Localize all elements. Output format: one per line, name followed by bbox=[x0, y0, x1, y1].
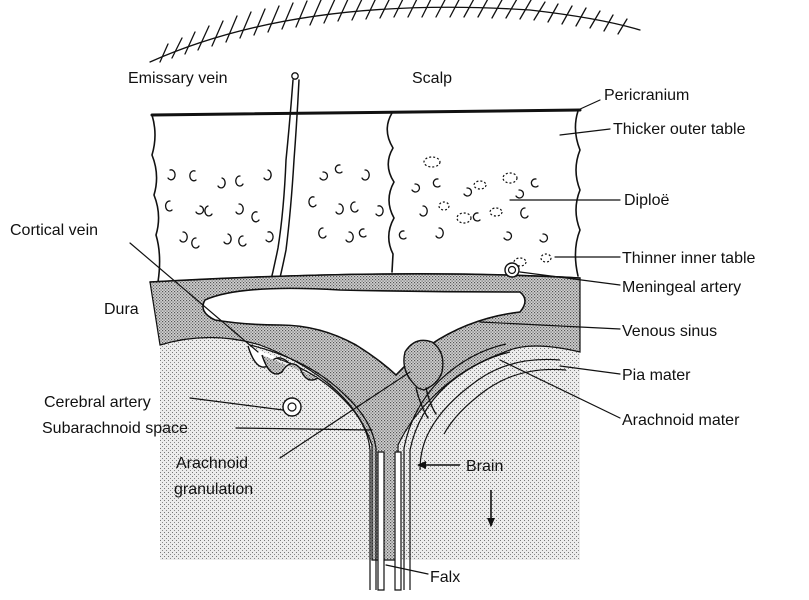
falx bbox=[378, 452, 384, 590]
label-pia-mater: Pia mater bbox=[622, 367, 691, 384]
falx-right bbox=[395, 452, 401, 590]
label-cortical-vein: Cortical vein bbox=[10, 222, 98, 239]
label-inner-table: Thinner inner table bbox=[622, 250, 756, 267]
label-subarachnoid-space: Subarachnoid space bbox=[42, 420, 188, 437]
label-dura: Dura bbox=[104, 301, 139, 318]
label-emissary-vein: Emissary vein bbox=[128, 70, 228, 87]
label-scalp: Scalp bbox=[412, 70, 452, 87]
meningeal-artery bbox=[505, 263, 519, 277]
cerebral-artery bbox=[283, 398, 301, 416]
leader-falx bbox=[386, 565, 428, 574]
scalp-hatching bbox=[150, 0, 640, 62]
leader-pericranium bbox=[578, 100, 600, 110]
label-falx: Falx bbox=[430, 569, 460, 586]
label-cerebral-artery: Cerebral artery bbox=[44, 394, 151, 411]
label-arachnoid-granulation-line1: Arachnoid bbox=[176, 455, 248, 472]
label-outer-table: Thicker outer table bbox=[613, 121, 746, 138]
label-arachnoid-mater: Arachnoid mater bbox=[622, 412, 740, 429]
label-brain: Brain bbox=[466, 458, 503, 475]
label-venous-sinus: Venous sinus bbox=[622, 323, 717, 340]
label-pericranium: Pericranium bbox=[604, 87, 689, 104]
label-meningeal-artery: Meningeal artery bbox=[622, 279, 741, 296]
emissary-vein-end-icon bbox=[292, 73, 298, 79]
label-arachnoid-granulation-line2: granulation bbox=[174, 481, 253, 498]
label-diploe: Diploë bbox=[624, 192, 669, 209]
